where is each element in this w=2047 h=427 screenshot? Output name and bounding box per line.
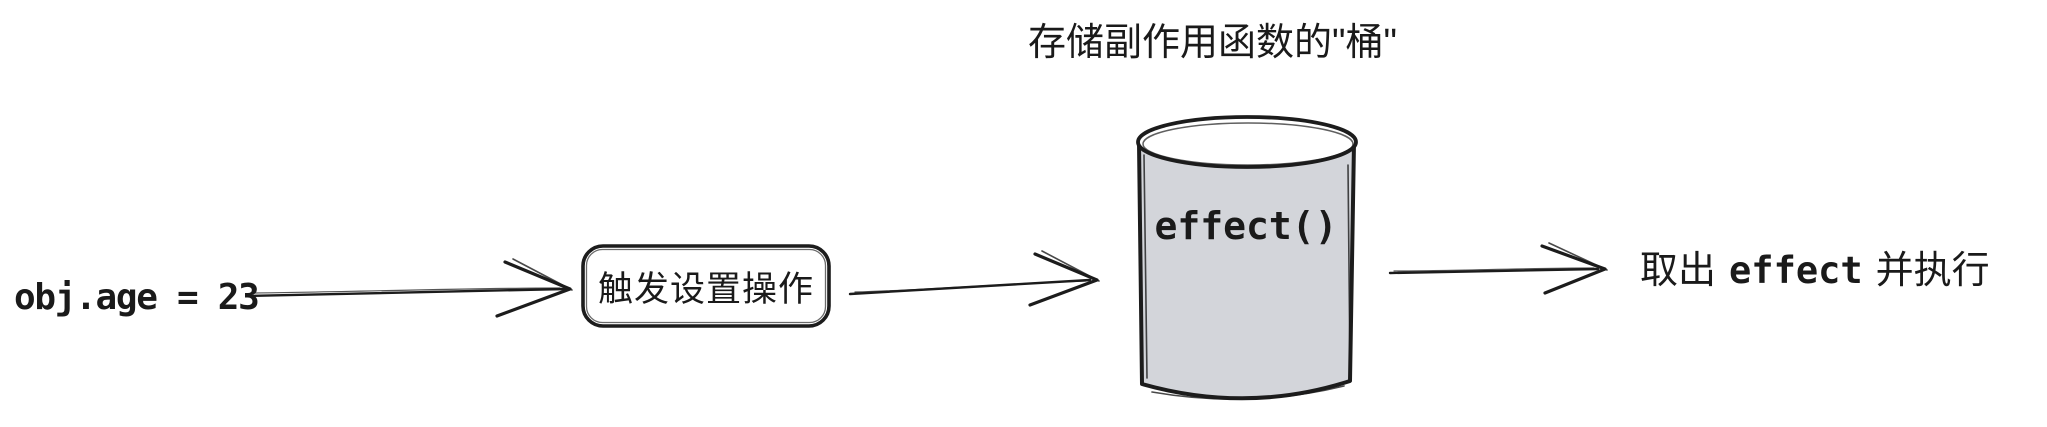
bucket-title: 存储副作用函数的"桶" bbox=[1028, 22, 1397, 64]
result-text-prefix: 取出 bbox=[1640, 250, 1717, 292]
result-text-suffix: 并执行 bbox=[1875, 250, 1990, 292]
bucket-effect-label: effect() bbox=[1154, 204, 1338, 248]
bucket-cylinder bbox=[1136, 115, 1358, 401]
trigger-box bbox=[581, 244, 831, 328]
result-text-code: effect bbox=[1729, 249, 1863, 292]
source-expression: obj.age = 23 bbox=[14, 277, 260, 318]
arrow-right-icon-3 bbox=[1388, 242, 1608, 295]
arrow-right-icon-2 bbox=[848, 250, 1100, 307]
trigger-box-label: 触发设置操作 bbox=[597, 269, 814, 309]
arrow-right-icon-1 bbox=[245, 258, 573, 318]
result-text: 取出 effect 并执行 bbox=[1640, 247, 1990, 295]
